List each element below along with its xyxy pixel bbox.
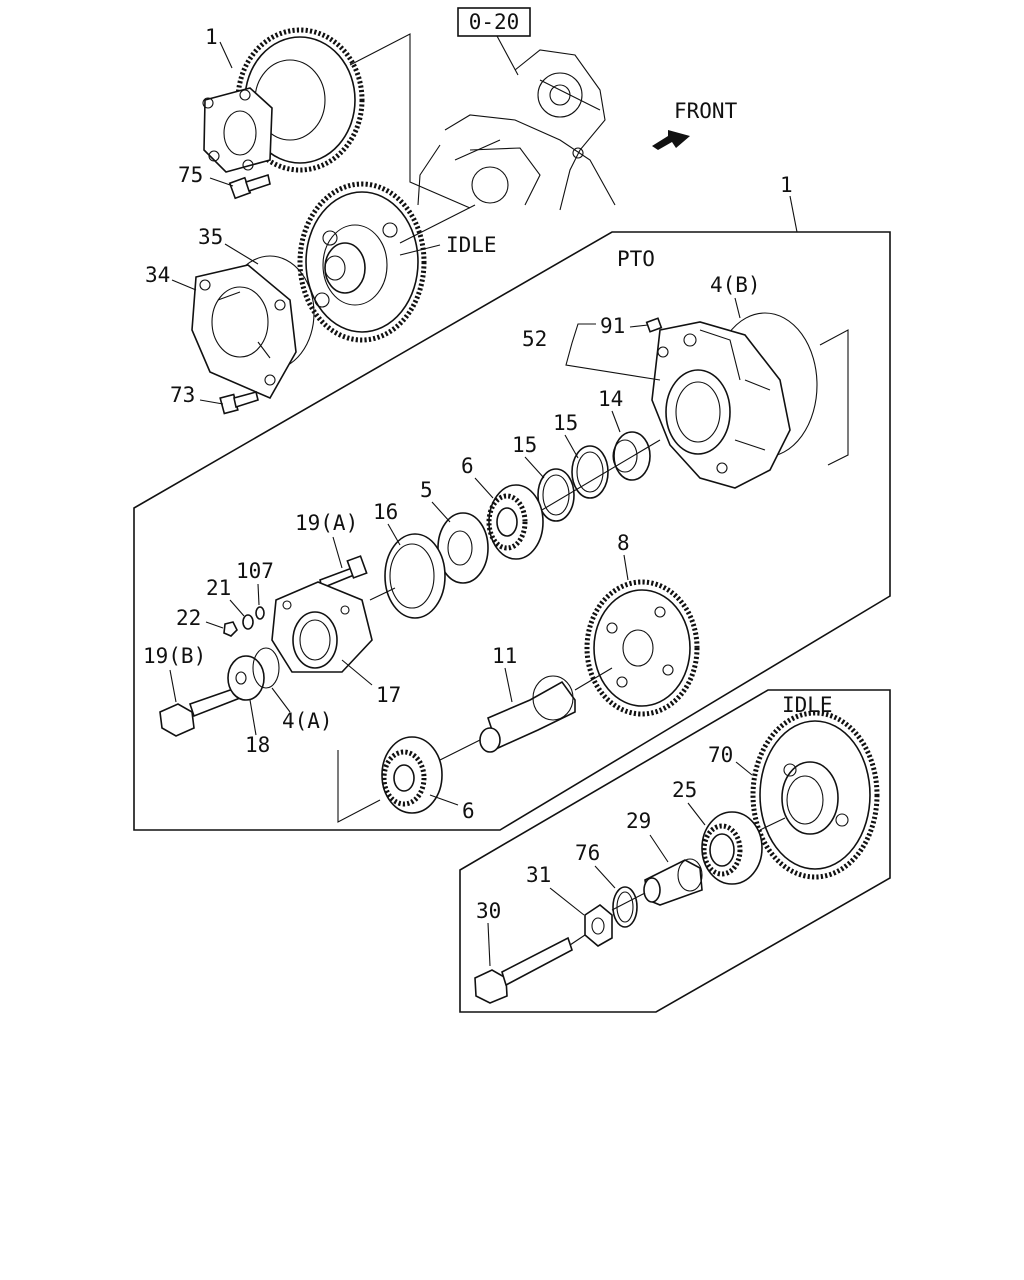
callout-30: 30 xyxy=(476,899,501,923)
callout-14: 14 xyxy=(598,387,623,411)
idle-label-box: IDLE xyxy=(782,693,833,717)
bearing-14 xyxy=(612,431,651,481)
pto-case-4b xyxy=(651,312,818,489)
front-indicator: FRONT xyxy=(652,99,738,150)
washer-21 xyxy=(242,614,254,630)
bolt-19b xyxy=(159,686,242,737)
callout-34: 34 xyxy=(145,263,170,287)
idle-shaft-29 xyxy=(643,858,703,906)
ball-bearing-6b xyxy=(381,736,443,814)
callout-73: 73 xyxy=(170,383,195,407)
callout-6b: 6 xyxy=(462,799,475,823)
callout-75: 75 xyxy=(178,163,203,187)
bolt-30 xyxy=(474,936,573,1004)
snap-ring-15b xyxy=(537,468,575,522)
callout-4a: 4(A) xyxy=(282,709,333,733)
callout-16: 16 xyxy=(373,500,398,524)
callout-4b: 4(B) xyxy=(710,273,761,297)
nut-31 xyxy=(584,904,613,947)
shaft-11 xyxy=(479,675,576,753)
callout-25: 25 xyxy=(672,778,697,802)
callout-19b: 19(B) xyxy=(143,644,206,668)
callout-107: 107 xyxy=(236,559,274,583)
callout-19a: 19(A) xyxy=(295,511,358,535)
engine-housing xyxy=(417,49,616,211)
callout-29: 29 xyxy=(626,809,651,833)
callout-17: 17 xyxy=(376,683,401,707)
callout-52: 52 xyxy=(522,327,547,351)
callout-11: 11 xyxy=(492,644,517,668)
callout-31: 31 xyxy=(526,863,551,887)
bolt-73 xyxy=(219,391,259,415)
bearing-25 xyxy=(701,811,763,885)
idle-label-top: IDLE xyxy=(446,233,497,257)
callout-21: 21 xyxy=(206,576,231,600)
idle-gear-top xyxy=(297,181,427,343)
pto-box-outline xyxy=(133,231,891,831)
callout-8: 8 xyxy=(617,531,630,555)
ball-bearing-6a xyxy=(486,484,544,560)
front-arrow-icon xyxy=(652,130,690,150)
callout-18: 18 xyxy=(245,733,270,757)
front-label: FRONT xyxy=(674,99,738,123)
washer-107 xyxy=(255,606,265,620)
gasket-4a xyxy=(252,647,280,689)
bolt-75 xyxy=(228,173,271,200)
flange-17 xyxy=(271,581,373,673)
snap-ring-15a xyxy=(571,445,609,499)
cover-34 xyxy=(191,255,315,400)
callout-91: 91 xyxy=(600,314,625,338)
callout-76: 76 xyxy=(575,841,600,865)
snap-ring-76 xyxy=(612,886,638,928)
oil-seal-16 xyxy=(384,533,446,619)
collar-18 xyxy=(227,655,265,701)
callout-6a: 6 xyxy=(461,454,474,478)
idle-gear-70 xyxy=(750,710,880,880)
svg-text:0-20: 0-20 xyxy=(469,10,520,34)
idle-box-outline xyxy=(459,689,891,1013)
callout-22: 22 xyxy=(176,606,201,630)
pto-assembly-top xyxy=(202,27,365,173)
nut-22 xyxy=(223,621,238,637)
callout-15a: 15 xyxy=(553,411,578,435)
gear-8 xyxy=(584,579,700,717)
pin-91 xyxy=(645,317,663,333)
reference-box[interactable]: 0-20 xyxy=(457,7,531,37)
callout-15b: 15 xyxy=(512,433,537,457)
bolt-19a xyxy=(319,555,368,590)
callout-1: 1 xyxy=(205,25,218,49)
callout-1-box: 1 xyxy=(780,173,793,197)
callout-5: 5 xyxy=(420,478,433,502)
callout-35: 35 xyxy=(198,225,223,249)
callout-70: 70 xyxy=(708,743,733,767)
pto-label: PTO xyxy=(617,247,655,271)
